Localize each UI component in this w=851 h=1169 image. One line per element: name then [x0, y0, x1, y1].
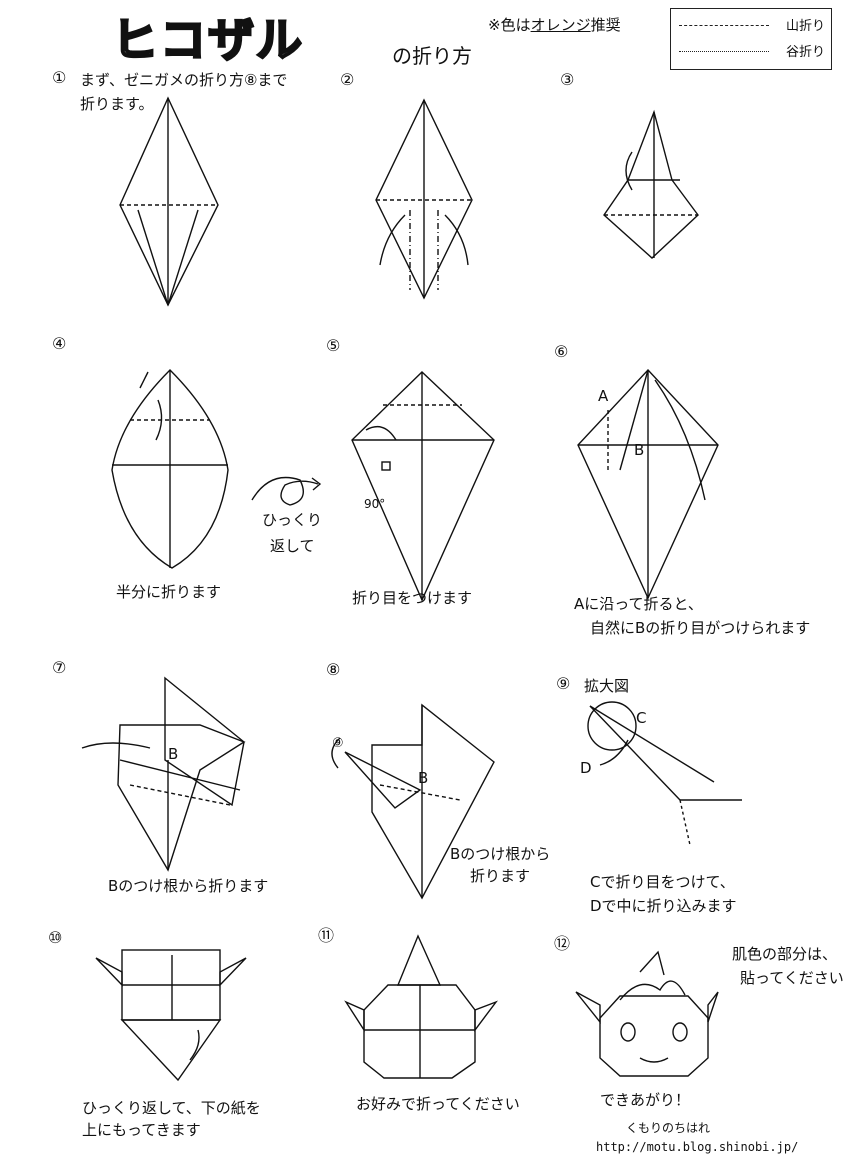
diagram-step-7: [81, 676, 246, 872]
step-7-label-b: B: [168, 745, 179, 763]
legend-valley-label: 谷折り: [785, 45, 825, 60]
diagram-step-5: [351, 371, 495, 602]
step-6-caption-line2: 自然にBの折り目がつけられます: [590, 619, 811, 637]
footer-author: くもりのちはれ: [626, 1121, 711, 1135]
diagram-step-4: [111, 369, 229, 569]
flip-arrow: [251, 476, 322, 506]
step-11-caption: お好みで折ってください: [356, 1095, 520, 1113]
fold-legend: 山折り 谷折り: [670, 8, 832, 70]
step-3-number: ③: [560, 70, 575, 89]
step-1-number: ①: [52, 68, 67, 87]
step-11-number: ⑪: [318, 926, 335, 945]
color-note-prefix: ※色は: [488, 16, 531, 34]
diagram-step-3: [603, 109, 699, 259]
step-12-note: 肌色の部分は、: [732, 945, 838, 963]
diagram-step-6: [577, 368, 719, 600]
step-1-text-line2: 折ります。: [80, 95, 154, 113]
step-8-ref: ⑨: [332, 736, 344, 751]
step-9-number: ⑨: [556, 674, 571, 693]
step-7-caption: Bのつけ根から折ります: [108, 877, 269, 895]
step-8-caption-line2: 折ります: [470, 867, 531, 885]
step-9-label-d: D: [580, 759, 592, 777]
step-4-caption: 半分に折ります: [116, 583, 222, 601]
page-subtitle: の折り方: [392, 44, 472, 68]
step-8-number: ⑧: [326, 660, 341, 679]
diagram-step-2: [375, 98, 473, 300]
step-10-caption-line2: 上にもってきます: [82, 1121, 201, 1139]
step-10-caption: ひっくり返して、下の紙を: [82, 1099, 261, 1117]
legend-mountain-label: 山折り: [785, 19, 825, 34]
diagram-step-1: [119, 96, 219, 307]
legend-mountain: 山折り: [679, 15, 825, 35]
flip-text-line2: 返して: [270, 537, 315, 555]
step-6-caption: Aに沿って折ると、: [574, 595, 703, 613]
step-5-angle: 90°: [364, 497, 386, 511]
mountain-fold-line: [679, 25, 769, 26]
step-9-heading: 拡大図: [584, 677, 630, 695]
step-5-number: ⑤: [326, 336, 341, 355]
step-12-note-line2: 貼ってください: [740, 969, 844, 987]
diagram-step-12: [575, 950, 719, 1077]
footer-url: http://motu.blog.shinobi.jp/: [596, 1140, 799, 1154]
color-note-color: オレンジ: [530, 16, 591, 34]
step-9-caption-line2: Dで中に折り込みます: [590, 897, 737, 915]
step-2-number: ②: [340, 70, 355, 89]
step-8-label-b: B: [418, 769, 429, 787]
step-9-caption: Cで折り目をつけて、: [590, 873, 735, 891]
color-note: ※色はオレンジ推奨: [488, 14, 621, 35]
step-9-label-c: C: [636, 709, 647, 727]
step-6-label-b: B: [634, 441, 645, 459]
step-12-caption: できあがり！: [600, 1091, 691, 1109]
page-title: ヒコザル: [111, 12, 304, 69]
diagram-step-11: [344, 934, 499, 1079]
step-8-caption: Bのつけ根から: [450, 845, 551, 863]
step-1-text: まず、ゼニガメの折り方⑧まで: [80, 71, 288, 89]
diagram-step-8: [331, 703, 495, 900]
valley-fold-line: [679, 51, 769, 52]
legend-valley: 谷折り: [679, 41, 825, 61]
diagram-step-10: [95, 949, 247, 1082]
step-6-number: ⑥: [554, 342, 569, 361]
step-6-label-a: A: [598, 387, 609, 405]
color-note-suffix: 推奨: [590, 16, 621, 34]
diagram-step-9: [587, 701, 742, 846]
step-10-number: ⑩: [48, 928, 63, 947]
step-7-number: ⑦: [52, 658, 67, 677]
flip-text-line1: ひっくり: [262, 511, 323, 529]
step-12-number: ⑫: [554, 934, 571, 953]
step-4-number: ④: [52, 334, 67, 353]
step-5-caption: 折り目をつけます: [352, 589, 473, 607]
